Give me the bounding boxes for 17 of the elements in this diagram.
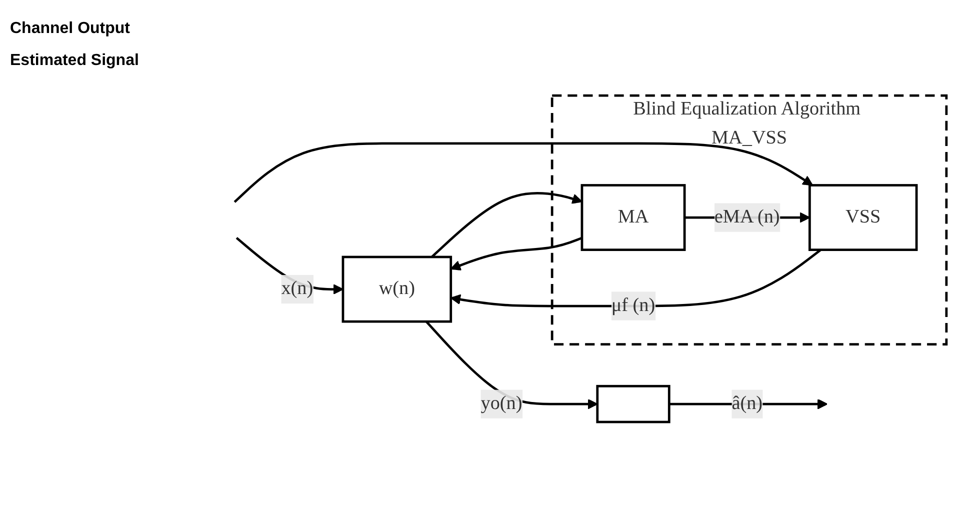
edge-label: μf (n) — [611, 295, 656, 316]
node-box — [596, 385, 670, 424]
arrow — [450, 237, 582, 271]
edge-label: yo(n) — [480, 394, 522, 414]
signal-label: Channel Output — [10, 20, 131, 38]
edge-label: x(n) — [281, 278, 314, 300]
cluster — [550, 94, 948, 346]
arrow — [450, 249, 822, 308]
arrow — [234, 142, 814, 204]
node-box — [808, 184, 918, 252]
node-box — [580, 184, 686, 252]
node-box — [342, 256, 452, 323]
edge-label: eMA (n) — [714, 206, 780, 228]
arrow — [430, 192, 582, 258]
edge-label: â(n) — [732, 394, 763, 414]
signal-label: Estimated Signal — [10, 52, 140, 70]
block-diagram: Blind Equalization Algorithm MA_VSS x(n) μf (n) yo(n) eMA (n) â(n) w(n) MA VSS — [170, 86, 956, 432]
